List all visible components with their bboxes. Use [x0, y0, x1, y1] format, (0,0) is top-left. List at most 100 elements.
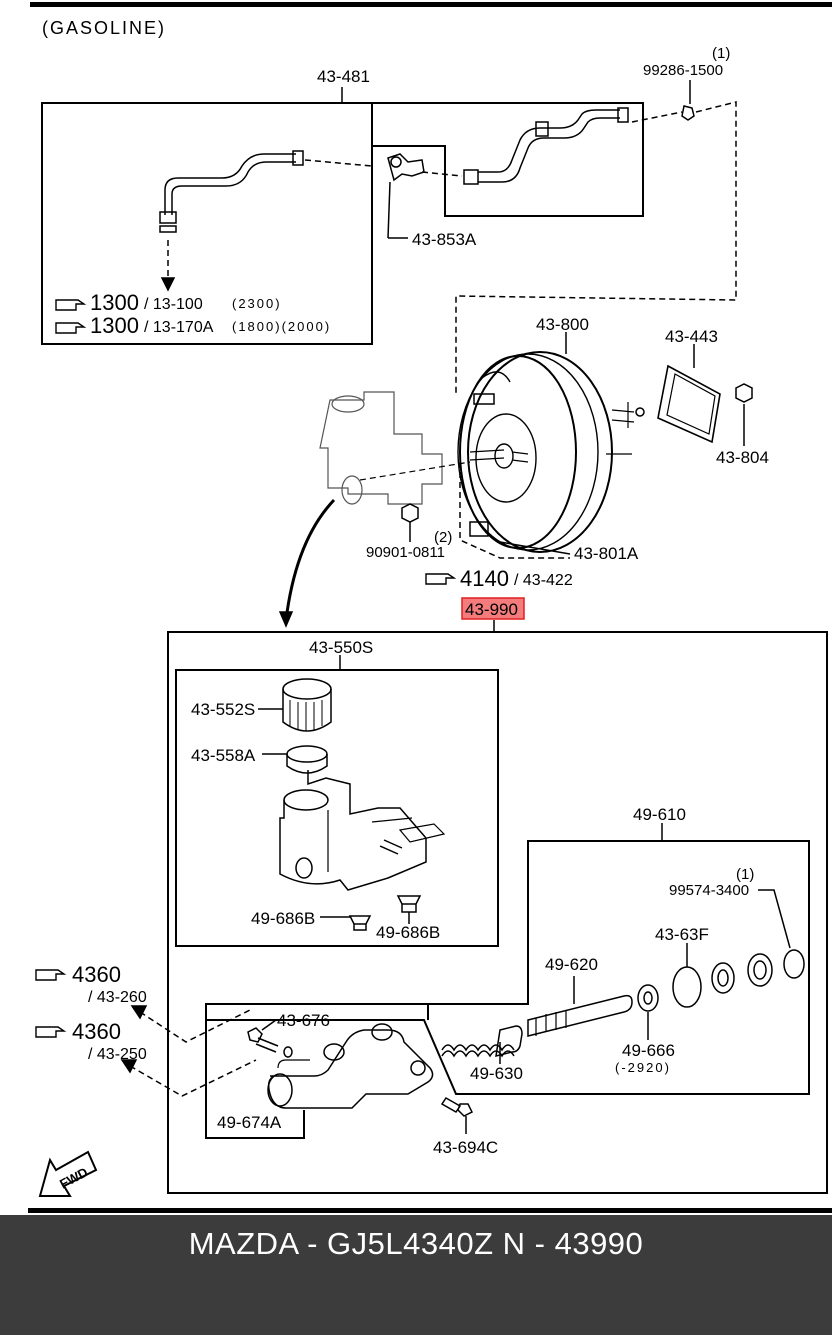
callout-90901-0811: 90901-0811 — [366, 544, 445, 561]
callout-99286-1500: 99286-1500 — [643, 62, 723, 79]
brake-booster-assembly — [278, 332, 753, 628]
booster-mid-seam — [457, 353, 599, 551]
mc-flange — [277, 1059, 310, 1069]
right-hose — [478, 109, 620, 183]
master-cylinder-body — [267, 1029, 434, 1109]
hose-clip — [681, 105, 695, 121]
primary-piston — [527, 994, 633, 1037]
callout-43-694C: 43-694C — [433, 1138, 498, 1157]
callout-49-666-range: (-2920) — [615, 1060, 671, 1075]
piston-kit-box — [205, 840, 810, 1095]
booster-gasket-inner — [666, 373, 716, 435]
pointing-hand-icon — [35, 1026, 67, 1038]
callout-43-990[interactable]: 43-990 — [465, 600, 518, 619]
leader-43-853A — [387, 181, 391, 239]
leader-43-801A — [499, 541, 571, 555]
reservoir-group — [175, 655, 499, 947]
booster-gasket — [657, 364, 721, 444]
booster-nut — [735, 383, 753, 403]
left-hose-fitting — [159, 225, 177, 233]
seal-large-inner — [753, 960, 767, 980]
caption-bar — [0, 1215, 832, 1335]
mc-inlet-port-2 — [371, 1023, 393, 1041]
vacuum-hose-box — [42, 102, 644, 217]
dash-valve-right — [421, 171, 463, 177]
callout-99574-3400: 99574-3400 — [669, 882, 749, 899]
master-cylinder-bore — [267, 1073, 293, 1107]
callout-43-800: 43-800 — [536, 315, 589, 334]
exploded-parts-diagram: (GASOLINE) 43-481 (1) 99286-1500 43-853A — [28, 2, 832, 1213]
mc-inlet-port-1 — [323, 1043, 345, 1061]
washer-49-666 — [637, 984, 659, 1012]
callout-43-550S: 43-550S — [309, 638, 373, 657]
ref-row-4: 4360 / 43-260 — [35, 962, 147, 1006]
dash-to-valve — [304, 159, 373, 167]
o-ring-43-63F — [672, 966, 702, 1008]
booster-check-valve-port — [481, 371, 511, 383]
callout-43-853A: 43-853A — [412, 230, 477, 249]
master-cylinder-ghost — [319, 391, 443, 505]
callout-43-801A: 43-801A — [574, 544, 639, 563]
booster-pushrod-boss — [494, 443, 514, 469]
caption-text: MAZDA - GJ5L4340Z N - 43990 — [188, 1226, 644, 1261]
ref-row-3: 4140 / 43-422 — [425, 566, 573, 591]
pointing-hand-icon — [425, 573, 457, 585]
right-hose-end — [617, 107, 629, 123]
booster-rear-shell — [467, 351, 613, 553]
ref-row-5: 4360 / 43-250 — [35, 1019, 147, 1063]
left-hose-end — [292, 150, 304, 166]
ref-note-2300: (2300) — [232, 296, 282, 311]
master-cylinder-box — [167, 631, 828, 1194]
ref-4140: 4140 — [460, 566, 509, 591]
washer-49-666-inner — [643, 991, 653, 1005]
ref-row-1: 1300 / 13-100 (2300) — [55, 290, 282, 315]
hose-box-lower — [41, 102, 373, 345]
reservoir-cap-ribs — [289, 700, 323, 731]
leader-43-676 — [261, 1019, 277, 1031]
pointing-hand-icon — [55, 322, 87, 334]
booster-rear-studs — [606, 402, 635, 455]
seal-medium — [711, 962, 735, 994]
reservoir-filler-neck — [283, 789, 329, 811]
callout-43-443: 43-443 — [665, 327, 718, 346]
ref-43-260: / 43-260 — [88, 989, 147, 1006]
ref-4360-b: 4360 — [72, 1019, 121, 1044]
ref-13-170A: / 13-170A — [144, 319, 214, 336]
master-cylinder-frame — [205, 1003, 429, 1139]
booster-rear-nut — [635, 407, 645, 417]
pointing-hand-icon — [35, 969, 67, 981]
arrow-down — [160, 277, 176, 292]
callout-49-620: 49-620 — [545, 955, 598, 974]
snap-ring — [783, 949, 805, 979]
callout-43-558A: 43-558A — [191, 746, 256, 765]
reservoir-cap — [282, 689, 332, 732]
master-cylinder-group — [120, 1003, 474, 1139]
left-hose — [164, 153, 296, 215]
reservoir-box — [175, 669, 499, 947]
secondary-piston — [495, 1025, 523, 1058]
gasoline-label: (GASOLINE) — [42, 18, 166, 38]
reservoir-bracket — [398, 823, 446, 843]
booster-label-plate — [469, 521, 489, 537]
fwd-arrow-icon: FWD — [38, 1150, 98, 1197]
highlighted-part-box[interactable] — [461, 597, 525, 620]
ghost-cylinder-end — [341, 475, 363, 505]
callout-43-481: 43-481 — [317, 67, 370, 86]
bleeder-screw-43-694C — [440, 1097, 474, 1117]
callout-49-686B-a: 49-686B — [251, 909, 315, 928]
reservoir-body-edges — [327, 810, 413, 872]
ref-4360-a: 4360 — [72, 962, 121, 987]
strainer-ring-top — [286, 745, 328, 763]
assembly-arrow-head — [278, 611, 294, 628]
grommet-b — [396, 895, 422, 913]
grommet-a — [348, 915, 372, 931]
bottom-rule — [28, 1208, 832, 1213]
right-hose-clamp-2 — [535, 121, 549, 137]
callout-43-804: 43-804 — [716, 448, 769, 467]
callout-49-610: 49-610 — [633, 805, 686, 824]
reservoir-cap-top — [282, 678, 332, 700]
ref-1300-b: 1300 — [90, 313, 139, 338]
reservoir-body — [279, 770, 427, 891]
return-spring — [441, 1044, 515, 1052]
